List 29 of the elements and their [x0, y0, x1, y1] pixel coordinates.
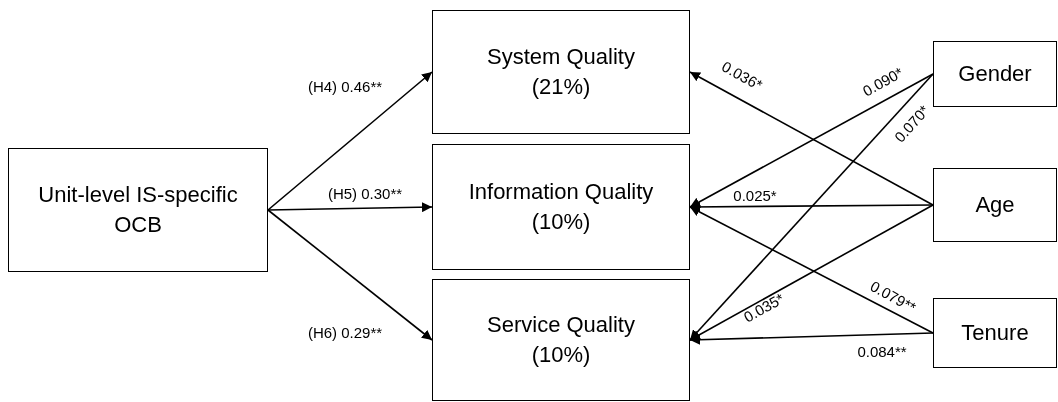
variable-name: Service Quality — [487, 311, 635, 339]
variable-box — [432, 144, 690, 270]
variable-name: Unit-level IS-specific OCB — [37, 181, 239, 239]
variable-name: (21%) — [531, 73, 591, 101]
edge-label: (H4) 0.46** — [307, 78, 383, 96]
arrow — [689, 73, 934, 341]
edge-label: 0.025* — [733, 187, 777, 205]
variable-name: Tenure — [961, 319, 1029, 347]
edge-label: (H6) 0.29** — [307, 324, 383, 342]
variable-box — [432, 279, 690, 401]
edge-label: 0.084** — [857, 343, 907, 361]
arrow — [267, 209, 433, 341]
edge-label: 0.036* — [718, 57, 766, 95]
edge-label: (H5) 0.30** — [327, 185, 403, 203]
variable-box — [432, 10, 690, 134]
variable-box — [933, 168, 1057, 242]
arrow — [689, 201, 934, 212]
arrow — [267, 202, 433, 213]
variable-name: Age — [975, 191, 1015, 219]
variable-name: Gender — [958, 60, 1032, 88]
arrow — [267, 71, 433, 211]
arrow — [689, 332, 934, 345]
variable-name: System Quality — [487, 43, 635, 71]
variable-box — [933, 298, 1057, 368]
variable-name: (10%) — [531, 208, 591, 236]
variable-name: (10%) — [531, 341, 591, 369]
variable-box — [8, 148, 268, 272]
variable-name: Information Quality — [468, 178, 654, 206]
variable-box — [933, 41, 1057, 107]
